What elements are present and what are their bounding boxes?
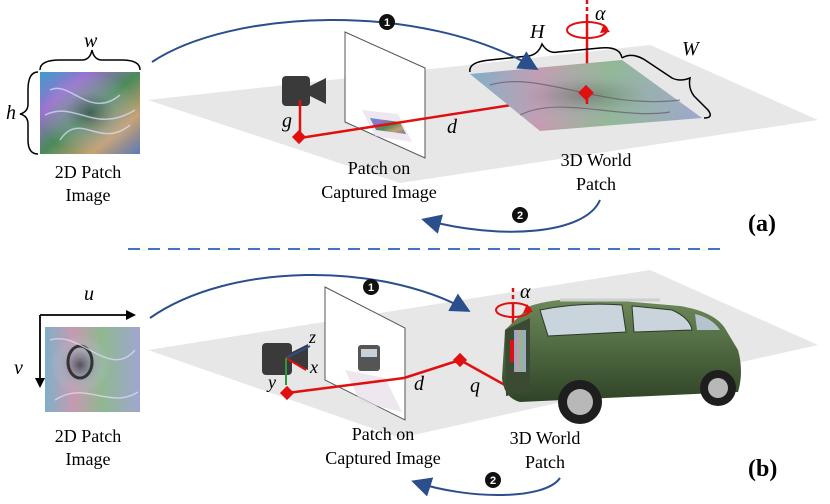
brace-W bbox=[621, 54, 711, 119]
captured-label-b-1: Patch on bbox=[352, 424, 415, 444]
dim-W-label: W bbox=[682, 38, 701, 60]
step-badge-2-b bbox=[485, 472, 501, 488]
rotation-label-a: α bbox=[595, 3, 606, 25]
camera-icon bbox=[282, 76, 326, 106]
dim-v-label: v bbox=[14, 357, 23, 379]
step-badge-1-a bbox=[379, 14, 395, 30]
brace-H bbox=[469, 42, 623, 73]
panel-a: w h 2D Patch Image bbox=[6, 0, 818, 237]
patch-image-label-a-2: Image bbox=[66, 185, 111, 205]
panel-b: u v 2D Patch Image z x y bbox=[14, 270, 818, 497]
captured-image-plane-a bbox=[344, 31, 426, 159]
panel-tag-a: (a) bbox=[748, 211, 776, 237]
axis-x-label: x bbox=[309, 357, 318, 377]
offset-marker-b bbox=[452, 352, 468, 368]
captured-label-a-2: Captured Image bbox=[321, 182, 436, 202]
patch-image-label-a-1: 2D Patch bbox=[55, 162, 122, 182]
ground-plane-a bbox=[148, 45, 818, 183]
flow-arrow-1-a bbox=[151, 19, 539, 71]
rotation-icon bbox=[566, 21, 610, 39]
distance-label-a: d bbox=[447, 116, 458, 138]
world-label-b-1: 3D World bbox=[510, 428, 581, 448]
cam-axis-z bbox=[285, 345, 311, 359]
flow-arrow-1-b bbox=[149, 273, 471, 319]
brace-h bbox=[19, 71, 39, 155]
patch-image-label-b-2: Image bbox=[66, 449, 111, 469]
world-label-a-1: 3D World bbox=[561, 150, 632, 170]
brace-w bbox=[39, 49, 141, 71]
axis-v-head bbox=[35, 378, 45, 388]
patch-image-label-b-1: 2D Patch bbox=[55, 426, 122, 446]
camera-origin-marker-b bbox=[279, 385, 295, 401]
step-badge-1-b bbox=[363, 279, 379, 295]
flow-arrow-2-b bbox=[411, 477, 561, 497]
dim-u-label: u bbox=[84, 283, 94, 305]
distance-label-b: d bbox=[414, 373, 425, 395]
cam-axis-x bbox=[285, 357, 307, 371]
world-label-a-2: Patch bbox=[576, 174, 616, 194]
axis-u-head bbox=[126, 310, 136, 320]
camera-origin-marker-a bbox=[291, 129, 307, 145]
panel-tag-b: (b) bbox=[748, 456, 777, 482]
step-badge-1-a-num: 1 bbox=[384, 17, 390, 29]
car-icon bbox=[502, 298, 741, 424]
offset-label-q: q bbox=[470, 375, 480, 397]
axis-z-label: z bbox=[308, 327, 316, 347]
step-badge-2-b-num: 2 bbox=[490, 475, 496, 487]
height-label-g: g bbox=[282, 110, 292, 132]
step-badge-2-a bbox=[512, 207, 528, 223]
captured-label-a-1: Patch on bbox=[348, 158, 411, 178]
rotation-icon-b bbox=[495, 302, 533, 318]
rotation-label-b: α bbox=[520, 281, 531, 303]
dim-w-label: w bbox=[84, 30, 98, 52]
flow-arrow-2-a bbox=[421, 199, 601, 234]
step-badge-1-b-num: 1 bbox=[368, 282, 374, 294]
captured-label-b-2: Captured Image bbox=[325, 448, 440, 468]
patch-image-a bbox=[40, 72, 140, 154]
dim-h-label: h bbox=[6, 102, 16, 124]
dim-H-label: H bbox=[529, 21, 546, 43]
step-badge-2-a-num: 2 bbox=[517, 210, 523, 222]
world-label-b-2: Patch bbox=[525, 452, 565, 472]
patch-image-b bbox=[45, 327, 140, 412]
axis-y-label: y bbox=[266, 372, 276, 392]
